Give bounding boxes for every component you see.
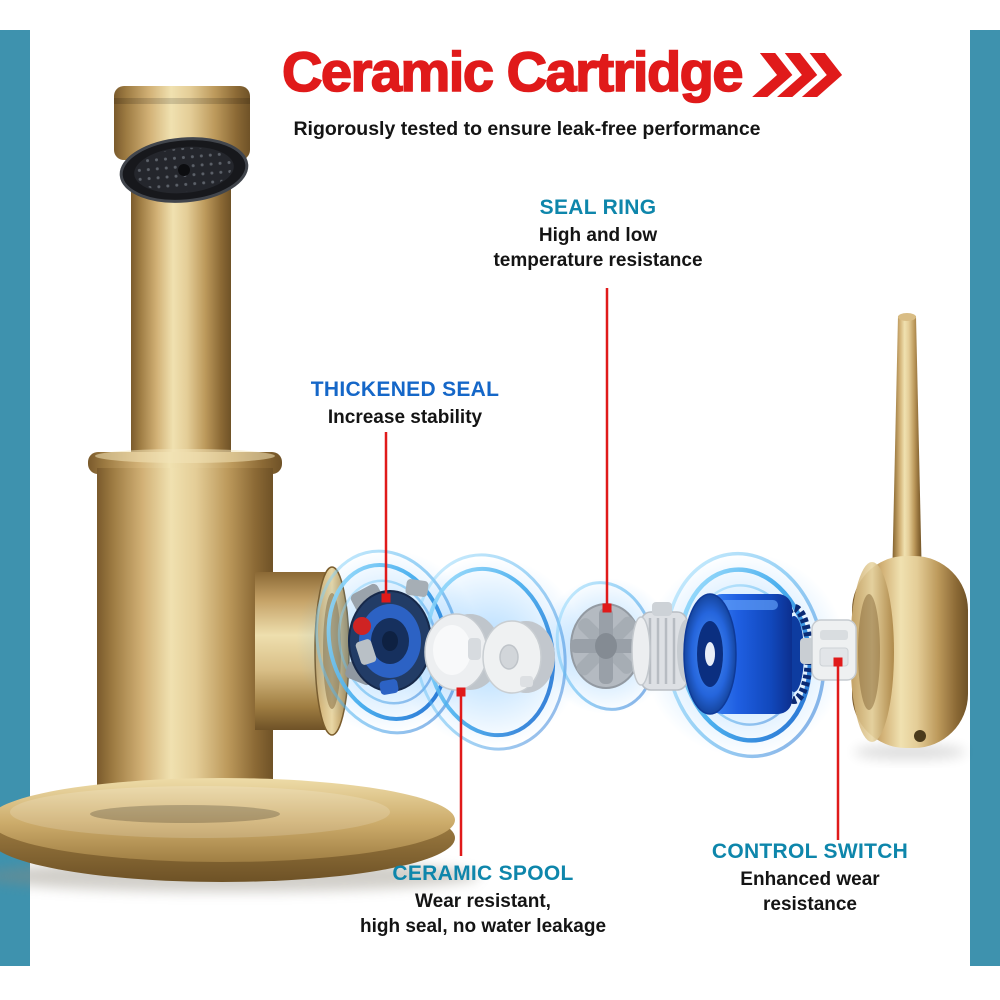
callout-control-switch: CONTROL SWITCH Enhanced wear resistance [712, 840, 908, 917]
thickened-seal-pointer-line [381, 432, 391, 603]
seal-ring-part-icon [570, 603, 642, 689]
ceramic-spool-label: CERAMIC SPOOL [392, 862, 574, 885]
thickened-seal-desc: Increase stability [327, 407, 483, 428]
subtitle: Rigorously tested to ensure leak-free pe… [293, 118, 761, 140]
seal-ring-desc: High and low temperature resistance [493, 225, 703, 272]
ceramic-spool-desc: Wear resistant, high seal, no water leak… [359, 891, 607, 938]
cartridge-parts [345, 579, 857, 715]
thickened-seal-label: THICKENED SEAL [310, 378, 500, 401]
control-switch-part-icon [800, 619, 857, 681]
callout-thickened-seal: THICKENED SEAL Increase stability [311, 378, 500, 430]
handle-illustration [850, 313, 968, 760]
seal-ring-label: SEAL RING [539, 196, 657, 219]
ceramic-disc2-part-icon [482, 620, 555, 694]
right-accent-bar [970, 30, 1000, 966]
header: Ceramic Cartridge [281, 40, 844, 103]
control-switch-pointer-line [833, 657, 843, 840]
callout-seal-ring: SEAL RING High and low temperature resis… [493, 196, 702, 273]
ceramic-spool-pointer-line [456, 687, 466, 856]
triple-chevron-icon [752, 53, 843, 97]
control-switch-label: CONTROL SWITCH [711, 840, 909, 863]
aerator-face-icon [119, 137, 249, 203]
thickened-seal-part-icon [345, 579, 432, 695]
faucet-illustration [0, 86, 480, 892]
control-switch-desc: Enhanced wear resistance [740, 869, 880, 916]
page-title: Ceramic Cartridge [281, 40, 744, 103]
callout-ceramic-spool: CERAMIC SPOOL Wear resistant, high seal,… [360, 862, 606, 939]
seal-ring-pointer-line [602, 288, 612, 613]
cartridge-body-part-icon [683, 593, 813, 715]
annotation-pointers [381, 288, 843, 856]
